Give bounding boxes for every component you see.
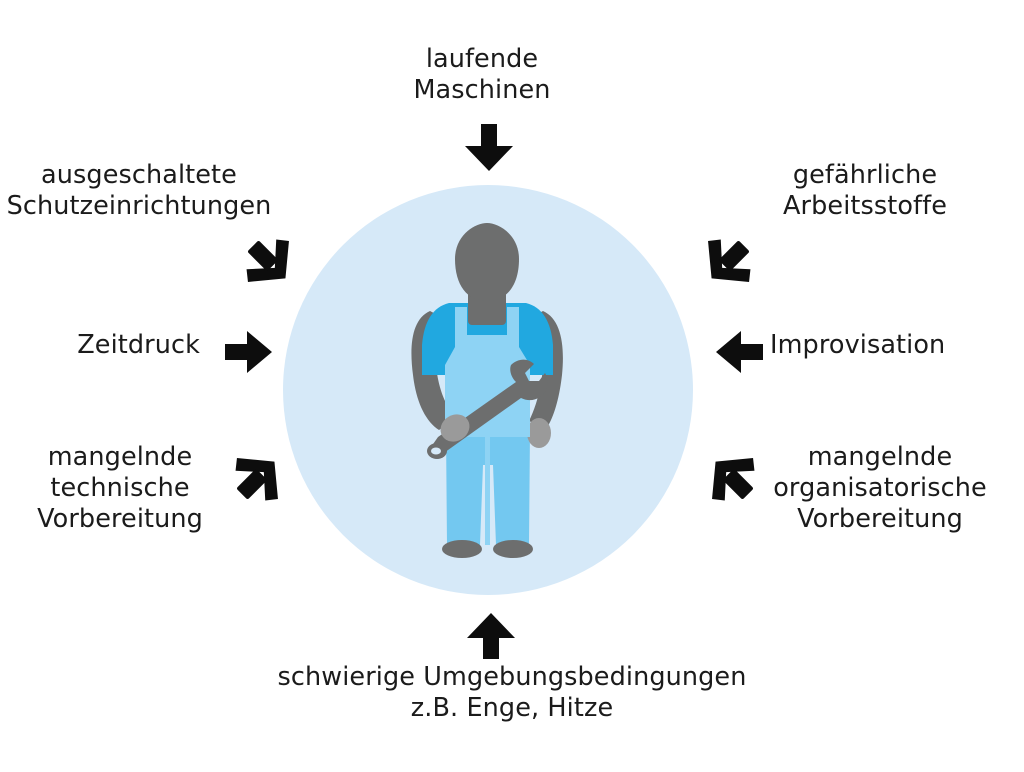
label-improvisation: Improvisation: [770, 330, 946, 360]
label-umgebungsbedingungen: schwierige Umgebungsbedingungen z.B. Eng…: [277, 662, 747, 724]
arrow-down-right-topleft: [246, 239, 289, 282]
label-laufende-maschinen: laufende Maschinen: [413, 44, 551, 106]
construction-worker-figure: [411, 223, 563, 558]
label-arbeitsstoffe: gefährliche Arbeitsstoffe: [783, 160, 947, 222]
label-organisatorische-vorbereitung: mangelnde organisatorische Vorbereitung: [773, 442, 987, 535]
label-technische-vorbereitung: mangelnde technische Vorbereitung: [37, 442, 203, 535]
arrow-up-left-bottomright: [712, 458, 755, 501]
arrow-up-right-bottomleft: [235, 458, 278, 501]
label-schutzeinrichtungen: ausgeschaltete Schutzeinrichtungen: [6, 160, 272, 222]
arrow-down-left-topright: [708, 239, 751, 282]
left-hand: [440, 414, 470, 442]
head: [455, 223, 519, 325]
arrow-down-top: [465, 124, 513, 171]
pants: [446, 430, 530, 545]
arrow-up-bottom: [467, 613, 515, 659]
shoes: [442, 540, 533, 558]
arrow-left-right: [716, 331, 763, 373]
arrow-right-left: [225, 331, 272, 373]
label-zeitdruck: Zeitdruck: [77, 330, 200, 360]
